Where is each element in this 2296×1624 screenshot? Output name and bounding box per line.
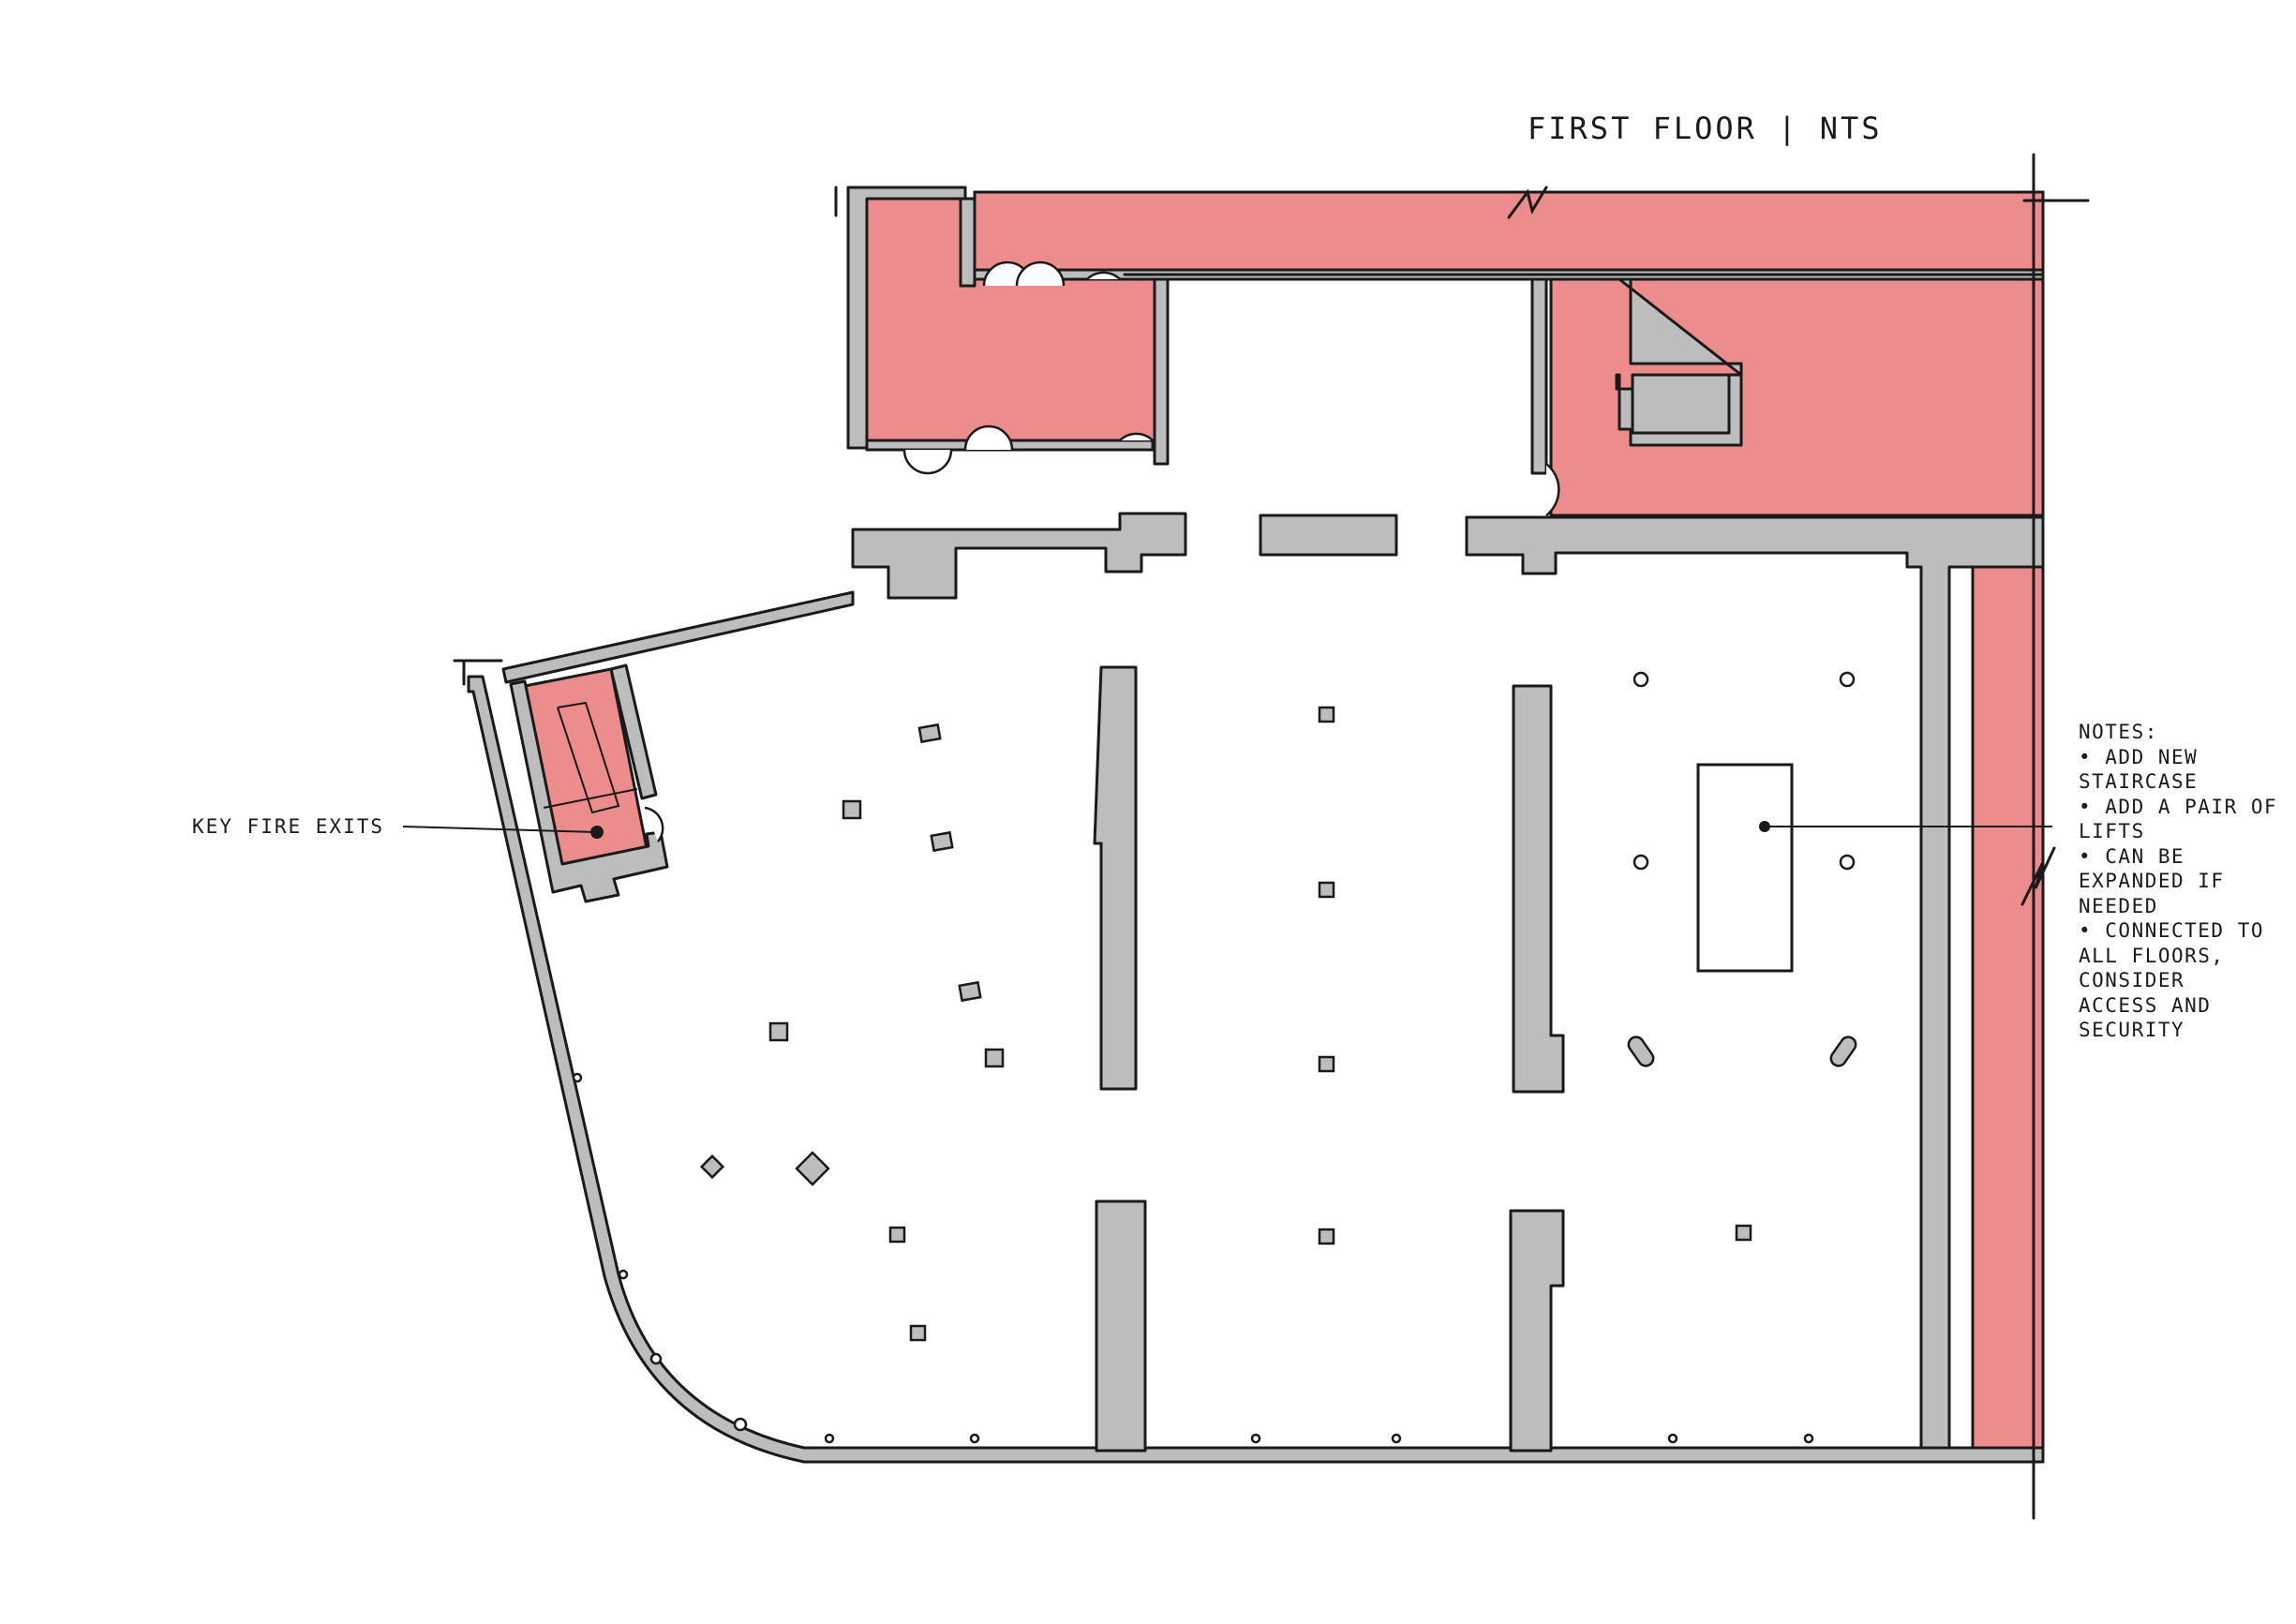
wall-ne-west <box>1530 277 1548 475</box>
notes-block: NOTES: • ADD NEW STAIRCASE • ADD A PAIR … <box>2079 720 2277 1043</box>
perimeter-post <box>733 1417 748 1432</box>
door-swing-ne <box>1545 463 1560 516</box>
notes-line: EXPANDED IF <box>2079 870 2225 892</box>
round-column <box>1633 854 1649 871</box>
column <box>795 1151 830 1186</box>
wall-mid-center <box>1259 514 1398 557</box>
notes-heading: NOTES: <box>2079 721 2158 743</box>
column <box>1627 1035 1655 1067</box>
walls <box>467 186 2045 1464</box>
wall-mid-east <box>1465 515 2045 1454</box>
column <box>930 830 954 853</box>
perimeter-post <box>824 1433 835 1444</box>
wall-ne-inner <box>1631 373 1731 435</box>
round-column <box>1839 671 1856 688</box>
columns <box>699 706 1857 1342</box>
notes-line: NEEDED <box>2079 894 2158 917</box>
wall-mid-west <box>851 512 1187 600</box>
perimeter-post <box>1667 1433 1678 1444</box>
zone-north-corridor <box>973 190 2045 281</box>
wall-core-a-lower <box>1095 1199 1147 1453</box>
column <box>699 1154 725 1180</box>
door-swing-nw-5 <box>963 425 1014 451</box>
linework <box>402 153 2090 1520</box>
wall-nw-east <box>1153 277 1170 466</box>
door-swing-nw-2 <box>1015 261 1066 287</box>
fire-exit-callout: KEY FIRE EXITS <box>192 815 385 838</box>
perimeter-post <box>1803 1433 1814 1444</box>
wall-nw-outer <box>846 186 967 450</box>
wall-core-b-upper <box>1512 684 1565 1094</box>
fire-exit-marker <box>590 826 604 839</box>
column <box>1829 1035 1857 1067</box>
round-points <box>572 671 1856 1444</box>
notes-line: CONSIDER <box>2079 969 2185 991</box>
perimeter-post <box>618 1269 629 1280</box>
drawing-title: FIRST FLOOR | NTS <box>1528 111 1883 146</box>
wall-outer-perimeter <box>467 675 2045 1464</box>
column <box>888 1226 906 1244</box>
perimeter-post <box>1391 1433 1402 1444</box>
doors <box>644 261 1560 842</box>
notes-line: ACCESS AND <box>2079 993 2212 1017</box>
notes-line: • ADD NEW <box>2079 745 2199 768</box>
perimeter-post <box>572 1072 583 1083</box>
round-column <box>1633 671 1649 688</box>
notes-line: ALL FLOORS, <box>2079 944 2225 967</box>
column <box>1735 1224 1752 1242</box>
fire-exit-leader <box>402 826 598 833</box>
highlighted-zones <box>523 190 2045 1454</box>
wall-nw-fin <box>959 197 977 288</box>
column <box>1318 1228 1335 1245</box>
column <box>1318 706 1335 723</box>
notes-line: • ADD A PAIR OF <box>2079 795 2278 818</box>
door-swing-nw-4 <box>902 449 953 475</box>
perimeter-post <box>1250 1433 1261 1444</box>
wall-fire-stair-east <box>609 663 658 800</box>
perimeter-post <box>969 1433 980 1444</box>
notes-line: • CONNECTED TO <box>2079 919 2265 942</box>
column <box>917 723 942 744</box>
door-swing-nw-6 <box>1119 432 1154 441</box>
column <box>842 799 862 820</box>
wall-core-b-lower <box>1509 1209 1565 1453</box>
lift-marker <box>1759 821 1770 832</box>
wall-core-a-upper <box>1093 665 1138 1091</box>
column <box>768 1021 789 1042</box>
perimeter-post <box>649 1352 663 1365</box>
break-mark-east <box>2020 846 2056 906</box>
fire-stair-landing <box>543 788 638 809</box>
column <box>1318 1055 1335 1073</box>
notes-line: LIFTS <box>2079 820 2145 842</box>
notes-line: • CAN BE <box>2079 844 2185 868</box>
wall-west-diagonal <box>501 590 855 684</box>
lift-shaft-outline <box>1696 763 1794 973</box>
column <box>909 1324 927 1342</box>
fire-stair-treads <box>557 701 620 814</box>
column <box>1318 881 1335 899</box>
notes-line: SECURITY <box>2079 1019 2185 1041</box>
break-mark-north <box>1507 186 1548 219</box>
column <box>958 980 982 1003</box>
door-swing-fire <box>644 806 664 842</box>
door-swing-nw-3 <box>1086 271 1121 280</box>
notes-line: STAIRCASE <box>2079 770 2199 793</box>
wall-fire-stair <box>509 679 669 903</box>
round-column <box>1839 854 1856 871</box>
column <box>984 1048 1005 1068</box>
